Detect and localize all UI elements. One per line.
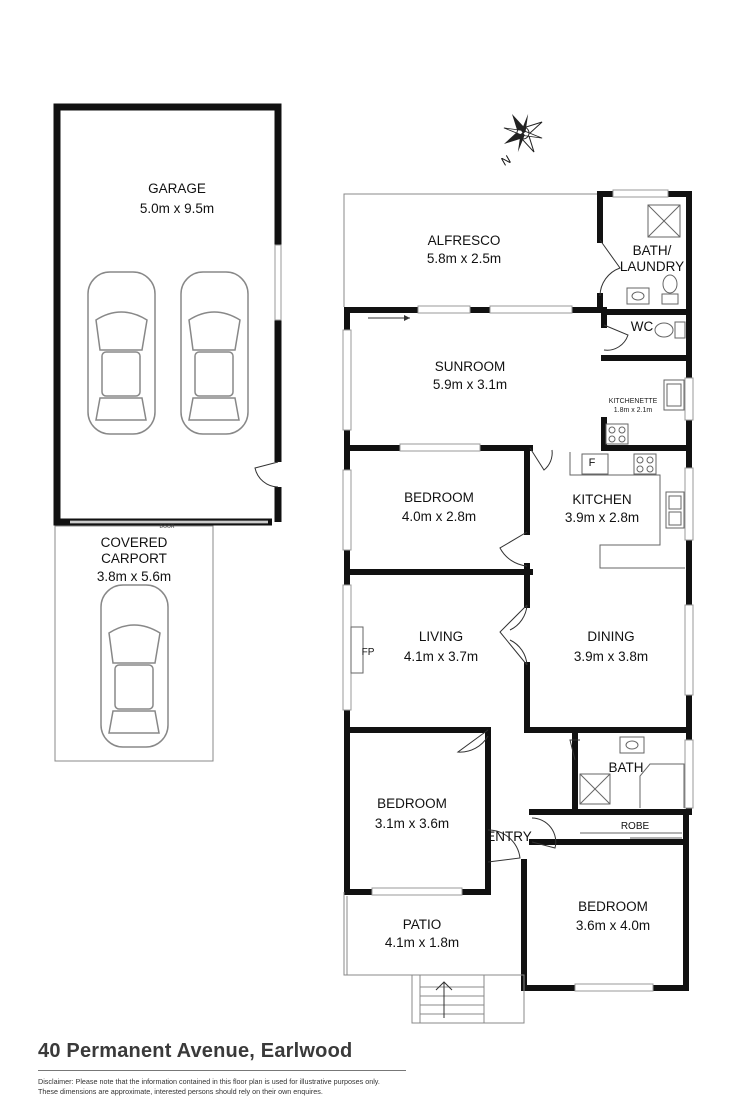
sunroom-name: SUNROOM (435, 359, 506, 374)
wc-label: WC (631, 319, 654, 334)
living-size: 4.1m x 3.7m (404, 649, 478, 664)
carport (54, 525, 214, 762)
compass-rose-icon (503, 113, 543, 153)
disclaimer: Disclaimer: Please note that the informa… (38, 1077, 458, 1097)
car-icon (100, 584, 169, 748)
carport-name2: CARPORT (101, 551, 167, 566)
living-name: LIVING (419, 629, 463, 644)
bedroom-b-name: BEDROOM (377, 796, 447, 811)
kitchenette-name: KITCHENETTE (609, 398, 658, 405)
divider (38, 1070, 406, 1071)
bedroom-a-name: BEDROOM (404, 490, 474, 505)
car-icon (87, 271, 156, 435)
sunroom-size: 5.9m x 3.1m (433, 377, 507, 392)
bath-laundry-name1: BATH/ (633, 243, 672, 258)
alfresco-outline (343, 193, 600, 307)
bedroom-a-size: 4.0m x 2.8m (402, 509, 476, 524)
carport-size: 3.8m x 5.6m (97, 569, 171, 584)
fixtures (350, 204, 686, 839)
bath-laundry-name2: LAUNDRY (620, 259, 684, 274)
disclaimer-line-1: Disclaimer: Please note that the informa… (38, 1077, 380, 1086)
garage-size: 5.0m x 9.5m (140, 201, 214, 216)
property-address: 40 Permanent Avenue, Earlwood (38, 1040, 353, 1062)
bath-label: BATH (608, 760, 643, 775)
patio-name: PATIO (403, 917, 442, 932)
patio (343, 892, 525, 1024)
door-label: DOOR (160, 524, 175, 530)
floor-plan: GARAGE 5.0m x 9.5m DOOR COVERED CARPORT … (53, 103, 694, 1024)
fridge-label: F (589, 457, 596, 469)
windows (342, 189, 694, 992)
kitchenette-size: 1.8m x 2.1m (614, 407, 653, 414)
garage (53, 103, 282, 526)
carport-name1: COVERED (101, 535, 168, 550)
entry-label: ENTRY (486, 829, 532, 844)
bedroom-c-name: BEDROOM (578, 899, 648, 914)
dining-size: 3.9m x 3.8m (574, 649, 648, 664)
fireplace-label: FP (362, 647, 375, 658)
bedroom-b-size: 3.1m x 3.6m (375, 816, 449, 831)
door-swings (456, 239, 629, 863)
kitchen-name: KITCHEN (572, 492, 631, 507)
robe-label: ROBE (621, 821, 650, 832)
bedroom-c-size: 3.6m x 4.0m (576, 918, 650, 933)
compass-north-label: N (499, 152, 514, 168)
car-icon (180, 271, 249, 435)
patio-size: 4.1m x 1.8m (385, 935, 459, 950)
room-labels: GARAGE 5.0m x 9.5m DOOR COVERED CARPORT … (97, 152, 684, 950)
garage-name: GARAGE (148, 181, 206, 196)
alfresco-name: ALFRESCO (428, 233, 501, 248)
kitchen-size: 3.9m x 2.8m (565, 510, 639, 525)
disclaimer-line-2: These dimensions are approximate, intere… (38, 1087, 323, 1096)
dining-name: DINING (587, 629, 634, 644)
alfresco-size: 5.8m x 2.5m (427, 251, 501, 266)
